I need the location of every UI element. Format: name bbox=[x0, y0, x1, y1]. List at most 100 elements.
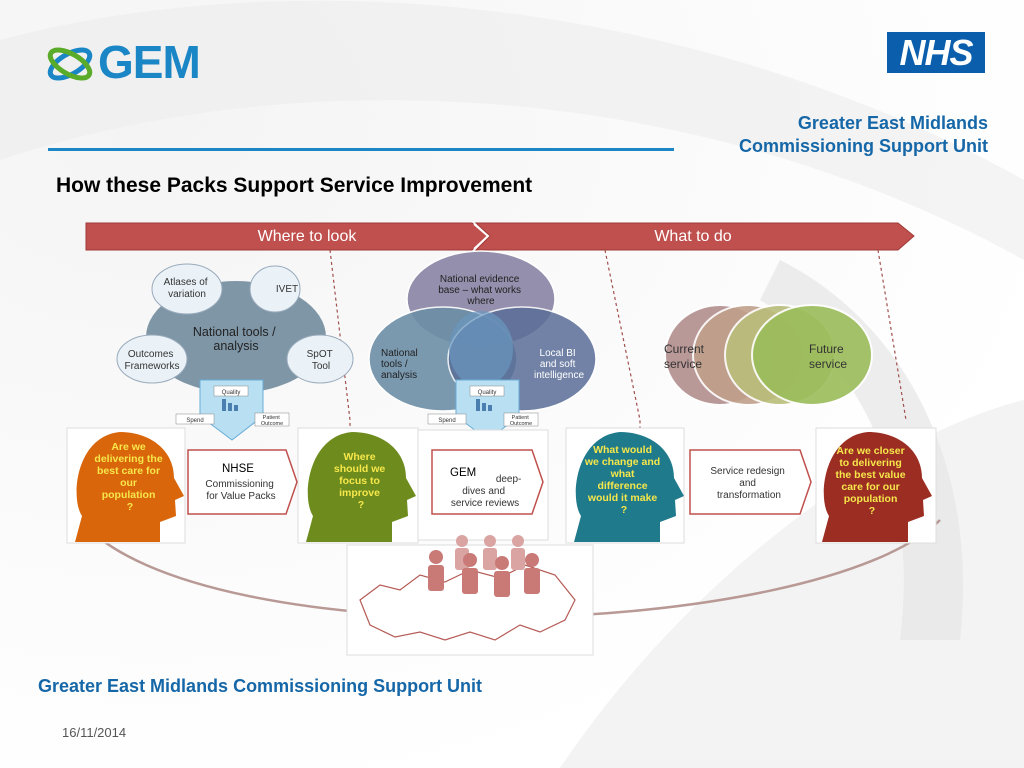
venn-left-line-3: analysis bbox=[381, 370, 417, 381]
org-name-header: Greater East Midlands Commissioning Supp… bbox=[739, 112, 988, 158]
svg-text:Future service: Future service bbox=[809, 342, 847, 371]
arrow-box-2-line-2: dives and bbox=[462, 486, 505, 497]
gem-logo-text: GEM bbox=[98, 36, 201, 88]
spot-line-2: Tool bbox=[312, 361, 330, 372]
svg-text:Patient Outcome: Patient Outcome bbox=[510, 415, 532, 427]
header-divider bbox=[48, 148, 674, 151]
org-line-2: Commissioning Support Unit bbox=[739, 136, 988, 156]
head-panel-1 bbox=[66, 427, 186, 544]
head3-line-1: What would bbox=[593, 444, 652, 456]
venn-top-line-2: base – what works bbox=[438, 285, 521, 296]
current-future-rings: Current service Future service bbox=[664, 304, 873, 406]
head3-line-6: ? bbox=[621, 504, 627, 516]
head3-line-2: we change and bbox=[584, 456, 660, 468]
arrow-box-2-tag: GEM bbox=[450, 467, 476, 479]
svg-text:Current service: Current service bbox=[664, 342, 707, 371]
svg-text:National evidence base –: National evidence base – what works wher… bbox=[438, 274, 524, 307]
svg-text:deep- dives and servic: deep- dives and service reviews bbox=[451, 474, 524, 509]
svg-text:Are we delivering the: Are we delivering the best care for our … bbox=[94, 441, 165, 513]
head2-line-3: focus to bbox=[339, 475, 380, 487]
slide-date: 16/11/2014 bbox=[62, 725, 127, 740]
venn-top-line-1: National evidence bbox=[440, 274, 520, 285]
spot-line-1: SpOT bbox=[307, 349, 333, 360]
arrow-box-redesign bbox=[689, 449, 812, 515]
svg-text:Atlases of variation: Atlases of variation bbox=[164, 277, 211, 300]
chart1-patient: Patient bbox=[263, 415, 281, 421]
venn-right-line-1: Local BI bbox=[540, 348, 576, 359]
venn-left-line-1: National bbox=[381, 348, 418, 359]
svg-text:Outcomes Frameworks: Outcomes Frameworks bbox=[124, 349, 179, 372]
people-front-icon bbox=[428, 550, 540, 597]
atlases-line-1: Atlases of bbox=[164, 277, 208, 288]
svg-text:National tools / analysi: National tools / analysis bbox=[193, 325, 279, 353]
head4-line-5: population bbox=[844, 493, 898, 505]
head4-line-6: ? bbox=[869, 505, 875, 517]
what-to-do-arrow bbox=[473, 222, 915, 251]
head1-line-3: best care for bbox=[97, 465, 160, 477]
head3-line-4: difference bbox=[597, 480, 647, 492]
quality-spend-chart-1: Quality Spend Patient Outcome bbox=[175, 379, 290, 441]
org-line-1: Greater East Midlands bbox=[797, 113, 988, 133]
future-line-2: service bbox=[809, 357, 847, 371]
head1-line-4: our bbox=[120, 477, 137, 489]
ivet-circle bbox=[249, 265, 301, 313]
head2-line-5: ? bbox=[358, 499, 364, 511]
arrow-box-2-line-1: deep- bbox=[496, 474, 522, 485]
future-line-1: Future bbox=[809, 342, 844, 356]
population-map-panel bbox=[346, 535, 594, 656]
band-left-label: Where to look bbox=[258, 228, 358, 245]
tools-cluster: National tools / analysis Atlases of var… bbox=[116, 263, 354, 393]
head3-line-5: would it make bbox=[587, 492, 658, 504]
head-panel-4 bbox=[815, 427, 937, 544]
head4-line-4: care for our bbox=[841, 481, 899, 493]
svg-text:SpOT Tool: SpOT Tool bbox=[307, 349, 336, 372]
current-line-2: service bbox=[664, 357, 702, 371]
venn-right-line-2: and soft bbox=[540, 359, 576, 370]
outcomes-line-2: Frameworks bbox=[124, 361, 179, 372]
svg-text:Service redesign and t: Service redesign and transformation bbox=[710, 466, 787, 501]
chart1-quality: Quality bbox=[222, 390, 241, 396]
atlases-circle bbox=[151, 263, 223, 315]
svg-text:Where should we focus: Where should we focus to improve ? bbox=[334, 451, 388, 511]
head1-line-6: ? bbox=[127, 501, 133, 513]
ivet-label: IVET bbox=[276, 284, 298, 295]
head2-line-2: should we bbox=[334, 463, 385, 475]
outcomes-circle bbox=[116, 334, 188, 384]
people-group-icon bbox=[455, 535, 525, 570]
venn-left-line-2: tools / bbox=[381, 359, 408, 370]
svg-text:What would we change and: What would we change and what difference… bbox=[584, 444, 663, 516]
chart2-outcome: Outcome bbox=[510, 421, 532, 427]
chart2-spend: Spend bbox=[438, 418, 455, 424]
head1-line-2: delivering the bbox=[94, 453, 162, 465]
head4-line-3: the best value bbox=[836, 469, 906, 481]
arrow-box-3-line-2: and bbox=[739, 478, 756, 489]
arrow-box-nhse bbox=[187, 449, 298, 515]
arrow-box-1-tag: NHSE bbox=[222, 463, 254, 475]
svg-text:Patient Outcome: Patient Outcome bbox=[261, 415, 283, 427]
band-right-label: What to do bbox=[654, 228, 731, 245]
spot-circle bbox=[286, 334, 354, 384]
svg-text:Are we closer to deliverin: Are we closer to delivering the best val… bbox=[836, 445, 909, 517]
svg-text:National tools / a: National tools / analysis bbox=[381, 348, 420, 381]
arrow-box-gem bbox=[417, 429, 549, 541]
chart2-quality: Quality bbox=[478, 390, 497, 396]
head-panel-3 bbox=[565, 427, 685, 544]
nhs-logo: NHS bbox=[887, 32, 985, 73]
head-panel-2 bbox=[297, 427, 419, 544]
current-line-1: Current bbox=[664, 342, 705, 356]
chart1-outcome: Outcome bbox=[261, 421, 283, 427]
arrow-box-1-line-1: Commissioning bbox=[205, 479, 273, 490]
arrow-box-3-line-3: transformation bbox=[717, 490, 781, 501]
venn-right-line-3: intelligence bbox=[534, 370, 584, 381]
head2-line-4: improve bbox=[339, 487, 380, 499]
footer-org-name: Greater East Midlands Commissioning Supp… bbox=[38, 676, 483, 696]
svg-text:Local BI and soft: Local BI and soft intelligence bbox=[534, 348, 584, 381]
slide-title: How these Packs Support Service Improvem… bbox=[56, 174, 533, 197]
atlases-line-2: variation bbox=[168, 289, 206, 300]
tools-center-line-1: National tools / bbox=[193, 325, 276, 339]
head1-line-1: Are we bbox=[111, 441, 146, 453]
arrow-box-2-line-3: service reviews bbox=[451, 498, 519, 509]
chart2-patient: Patient bbox=[512, 415, 530, 421]
head1-line-5: population bbox=[102, 489, 156, 501]
